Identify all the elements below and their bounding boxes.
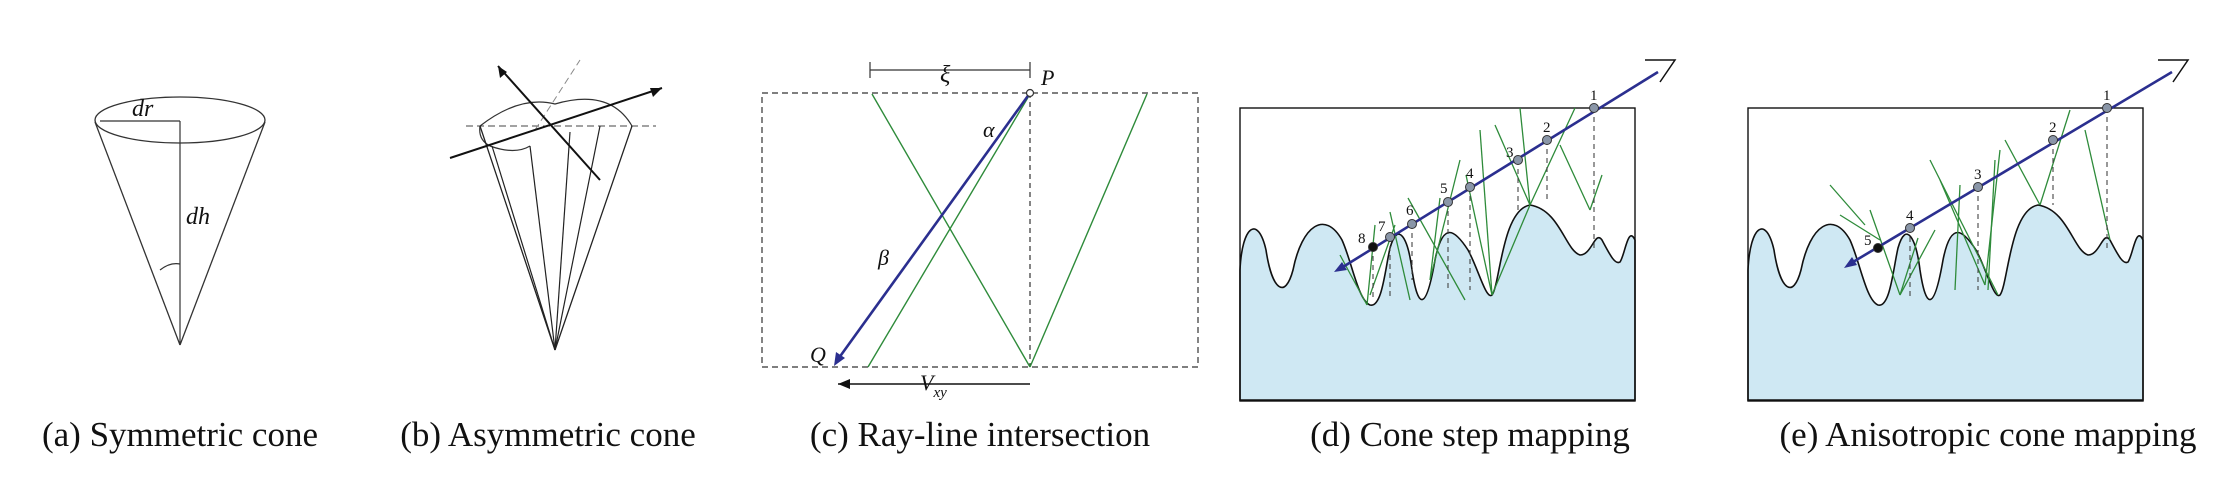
label-xi: ξ: [940, 62, 951, 88]
step-label-4: 4: [1466, 166, 1474, 182]
step-label-2: 2: [2049, 120, 2057, 136]
terrain: [1747, 204, 2144, 401]
step-label-1: 1: [2103, 88, 2111, 104]
caption-c: (c) Ray-line intersection: [809, 415, 1151, 454]
step-label-3: 3: [1974, 167, 1982, 183]
step-label-8: 8: [1358, 231, 1366, 247]
step-label-5: 5: [1440, 181, 1448, 197]
panel-cone-step-mapping: 1 2 3 4 5 6 7 8 (d) Cone step mapping: [1230, 0, 1710, 493]
caption-a: (a) Symmetric cone: [41, 415, 319, 454]
step-label-4: 4: [1906, 208, 1914, 224]
label-Q: Q: [810, 342, 826, 367]
caption-e: (e) Anisotropic cone mapping: [1779, 415, 2197, 454]
terrain: [1239, 204, 1636, 401]
cone-step-diagram: 1 2 3 4 5 6 7 8: [1239, 59, 1677, 402]
step-label-6: 6: [1406, 203, 1414, 219]
label-dh: dh: [186, 204, 210, 230]
caption-d: (d) Cone step mapping: [1310, 415, 1630, 454]
label-Vxy: Vxy: [920, 370, 947, 401]
panel-symmetric-cone: dr dh (a) Symmetric cone: [0, 0, 370, 493]
label-P: P: [1040, 65, 1054, 90]
panel-ray-line-intersection: ξ P α β Q Vxy (c) Ray-line intersection: [750, 0, 1210, 493]
asymmetric-cone-diagram: [449, 59, 663, 351]
label-beta: β: [877, 245, 889, 270]
anisotropic-cone-diagram: 1 2 3 4 5: [1747, 59, 2190, 402]
step-label-3: 3: [1506, 145, 1514, 161]
panel-anisotropic-cone-mapping: 1 2 3 4 5 (e) Anisotropic cone mapping: [1740, 0, 2235, 493]
caption-b: (b) Asymmetric cone: [400, 415, 696, 454]
step-label-7: 7: [1378, 219, 1386, 235]
step-label-5: 5: [1864, 233, 1872, 249]
symmetric-cone-diagram: dr dh: [94, 96, 266, 346]
ray-line-diagram: ξ P α β Q Vxy: [761, 62, 1199, 401]
label-alpha: α: [983, 117, 995, 142]
step-label-1: 1: [1590, 88, 1598, 104]
step-label-2: 2: [1543, 120, 1551, 136]
panel-asymmetric-cone: (b) Asymmetric cone: [370, 0, 750, 493]
label-dr: dr: [132, 96, 154, 122]
